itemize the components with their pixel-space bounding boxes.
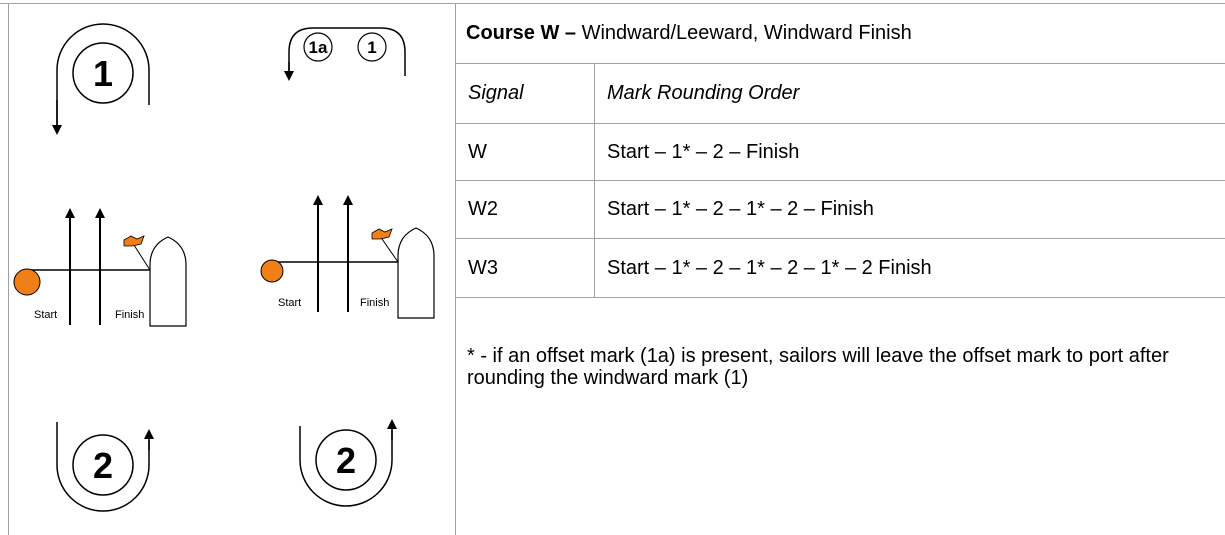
table-grid	[0, 3, 1225, 535]
finish-flag	[123, 235, 145, 247]
row-order: Start – 1* – 2 – 1* – 2 – 1* – 2 Finish	[607, 256, 932, 279]
start-buoy	[13, 268, 41, 296]
course-title-bold: Course W –	[466, 22, 577, 44]
right-course-diagram: 1a 1 Start Finish 2	[260, 27, 435, 507]
row-order: Start – 1* – 2 – 1* – 2 – Finish	[607, 198, 874, 220]
header-signal: Signal	[468, 82, 524, 104]
start-finish-area: Start Finish	[13, 208, 187, 327]
windward-mark	[357, 32, 387, 62]
leeward-mark-label: 2	[336, 440, 356, 481]
row-signal: W2	[468, 198, 498, 220]
start-label: Start	[278, 297, 301, 309]
finish-flag	[371, 228, 393, 240]
leeward-mark-2: 2	[56, 422, 154, 512]
offset-mark	[303, 32, 333, 62]
header-rounding-order: Mark Rounding Order	[607, 82, 800, 104]
course-title: Course W – Windward/Leeward, Windward Fi…	[456, 4, 1225, 63]
row-signal: W	[468, 140, 487, 163]
committee-boat	[149, 236, 187, 327]
left-course-diagram: 1 Start Finish 2	[13, 23, 187, 512]
leeward-mark-2: 2	[299, 419, 397, 507]
finish-label: Finish	[115, 309, 144, 321]
offset-mark-label: 1a	[309, 38, 328, 57]
offset-mark-footnote: * - if an offset mark (1a) is present, s…	[467, 345, 1169, 389]
row-order: Start – 1* – 2 – Finish	[607, 140, 800, 163]
windward-mark-label: 1	[93, 53, 113, 94]
leeward-mark-label: 2	[93, 445, 113, 486]
start-buoy	[260, 259, 284, 283]
finish-label: Finish	[360, 297, 389, 309]
windward-mark-1: 1	[52, 23, 150, 135]
committee-boat	[397, 227, 435, 319]
windward-mark-label: 1	[367, 38, 376, 57]
start-finish-area: Start Finish	[260, 195, 435, 319]
course-title-rest: Windward/Leeward, Windward Finish	[576, 22, 912, 44]
row-signal: W3	[468, 256, 498, 279]
offset-and-windward-marks: 1a 1	[284, 27, 406, 81]
start-label: Start	[34, 309, 57, 321]
